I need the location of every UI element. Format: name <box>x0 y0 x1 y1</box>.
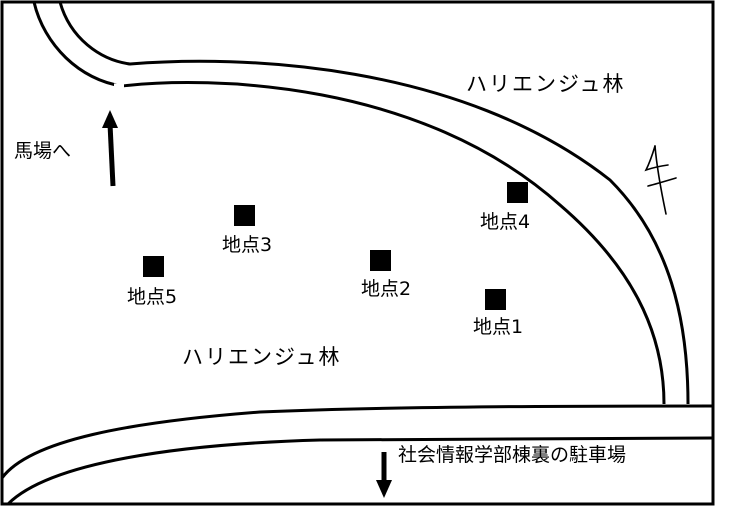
map-frame <box>0 0 715 506</box>
arrow-up-icon <box>102 110 118 187</box>
point-label-2: 地点2 <box>361 278 412 300</box>
road-south-upper-edge <box>0 404 714 479</box>
road-curve-inner-edge <box>58 1 690 405</box>
direction-label-parking: 社会情報学部棟裏の駐車場 <box>398 444 627 466</box>
north-arrow-icon <box>644 145 677 215</box>
area-label-forest-north: ハリエンジュ林 <box>466 72 626 96</box>
point-marker-5 <box>143 256 164 277</box>
point-marker-4 <box>507 182 528 203</box>
point-label-5: 地点5 <box>127 286 178 308</box>
point-marker-1 <box>485 289 506 310</box>
direction-label-horse-track: 馬場へ <box>14 140 72 162</box>
road-curve-outer-edge <box>32 1 666 405</box>
area-label-forest-south: ハリエンジュ林 <box>182 345 342 369</box>
point-label-3: 地点3 <box>222 234 273 256</box>
arrow-down-icon <box>376 452 392 498</box>
point-marker-3 <box>234 205 255 226</box>
road-south-lower-edge <box>6 436 714 506</box>
point-label-4: 地点4 <box>480 211 531 233</box>
point-label-1: 地点1 <box>473 316 524 338</box>
point-marker-2 <box>370 250 391 271</box>
